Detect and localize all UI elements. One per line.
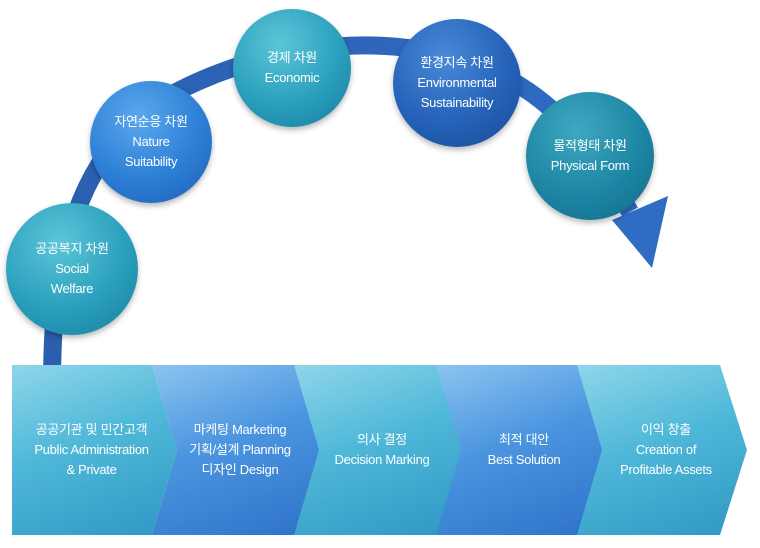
dimension-circle-physical-form: 물적형태 차원 Physical Form bbox=[526, 92, 654, 220]
step-line: 디자인 Design bbox=[201, 462, 279, 477]
step-line: 마케팅 Marketing bbox=[193, 422, 287, 437]
dimension-circle-economic: 경제 차원 Economic bbox=[233, 9, 351, 127]
circle-title: 공공복지 차원 bbox=[35, 241, 109, 256]
circle-line: Suitability bbox=[124, 154, 178, 169]
process-step-public-private: 공공기관 및 민간고객 Public Administration & Priv… bbox=[12, 365, 177, 535]
dimension-circle-environmental-sustainability: 환경지속 차원 Environmental Sustainability bbox=[393, 19, 521, 147]
step-line: 의사 결정 bbox=[357, 432, 407, 447]
dimension-circle-nature-suitability: 자연순응 차원 Nature Suitability bbox=[90, 81, 212, 203]
step-line: Best Solution bbox=[487, 452, 561, 467]
arc-arrowhead-icon bbox=[612, 196, 668, 268]
circle-title: 물적형태 차원 bbox=[553, 138, 627, 153]
step-line: & Private bbox=[66, 462, 117, 477]
circle-line: Sustainability bbox=[420, 95, 494, 110]
circle-line: Welfare bbox=[50, 281, 94, 296]
step-line: 공공기관 및 민간고객 bbox=[35, 422, 148, 437]
circle-title: 환경지속 차원 bbox=[420, 55, 494, 70]
step-line: Decision Marking bbox=[334, 452, 430, 467]
process-step-marketing-planning-design: 마케팅 Marketing 기획/설계 Planning 디자인 Design bbox=[152, 365, 320, 535]
circle-title: 자연순응 차원 bbox=[114, 114, 188, 129]
circle-line: Physical Form bbox=[550, 158, 630, 173]
process-step-profitable-assets: 이익 창출 Creation of Profitable Assets bbox=[577, 365, 747, 535]
step-line: Profitable Assets bbox=[620, 462, 712, 477]
circle-title: 경제 차원 bbox=[267, 50, 317, 65]
step-line: Public Administration bbox=[34, 442, 149, 457]
step-line: 최적 대안 bbox=[499, 432, 549, 447]
step-line: Creation of bbox=[635, 442, 697, 457]
circle-line: Economic bbox=[264, 70, 320, 85]
dimension-circle-social-welfare: 공공복지 차원 Social Welfare bbox=[6, 203, 138, 335]
circle-line: Social bbox=[55, 261, 89, 276]
circle-line: Nature bbox=[132, 134, 170, 149]
step-line: 기획/설계 Planning bbox=[189, 442, 291, 457]
circle-line: Environmental bbox=[417, 75, 497, 90]
process-step-best-solution: 최적 대안 Best Solution bbox=[436, 365, 604, 535]
step-line: 이익 창출 bbox=[641, 422, 691, 437]
process-step-decision: 의사 결정 Decision Marking bbox=[294, 365, 462, 535]
